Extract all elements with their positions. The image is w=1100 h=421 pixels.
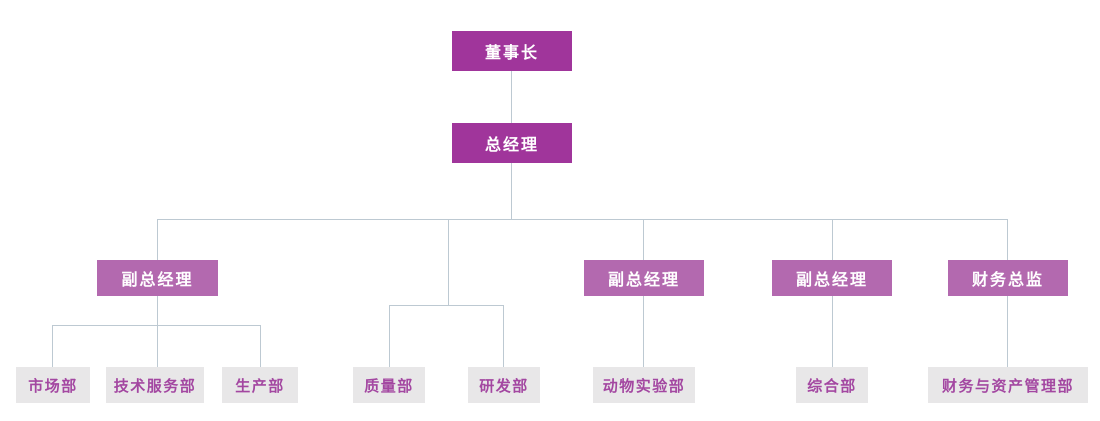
connector-line — [52, 325, 261, 326]
org-node-finance-director: 财务总监 — [948, 260, 1068, 296]
connector-line — [52, 325, 53, 367]
connector-line — [448, 219, 449, 305]
connector-line — [157, 296, 158, 367]
connector-line — [511, 71, 512, 123]
connector-line — [389, 305, 390, 367]
connector-line — [157, 219, 158, 260]
org-node-animal-lab-dept: 动物实验部 — [593, 367, 695, 403]
connector-line — [503, 305, 504, 367]
connector-line — [1007, 296, 1008, 367]
org-node-general-manager: 总经理 — [452, 123, 572, 163]
connector-line — [511, 163, 512, 220]
connector-line — [643, 296, 644, 367]
connector-line — [389, 305, 504, 306]
connector-line — [1007, 219, 1008, 260]
org-node-quality-dept: 质量部 — [353, 367, 425, 403]
org-node-vp2: 副总经理 — [584, 260, 704, 296]
org-node-finance-asset-mgmt-dept: 财务与资产管理部 — [928, 367, 1088, 403]
connector-line — [260, 325, 261, 367]
org-node-tech-service-dept: 技术服务部 — [106, 367, 204, 403]
connector-line — [832, 219, 833, 260]
connector-line — [832, 296, 833, 367]
org-node-general-affairs-dept: 综合部 — [796, 367, 868, 403]
org-node-rnd-dept: 研发部 — [468, 367, 540, 403]
org-node-chairman: 董事长 — [452, 31, 572, 71]
connector-line — [157, 219, 1008, 220]
org-node-production-dept: 生产部 — [222, 367, 298, 403]
connector-line — [643, 219, 644, 260]
org-node-marketing-dept: 市场部 — [16, 367, 90, 403]
org-node-vp1: 副总经理 — [97, 260, 218, 296]
org-node-vp3: 副总经理 — [772, 260, 892, 296]
